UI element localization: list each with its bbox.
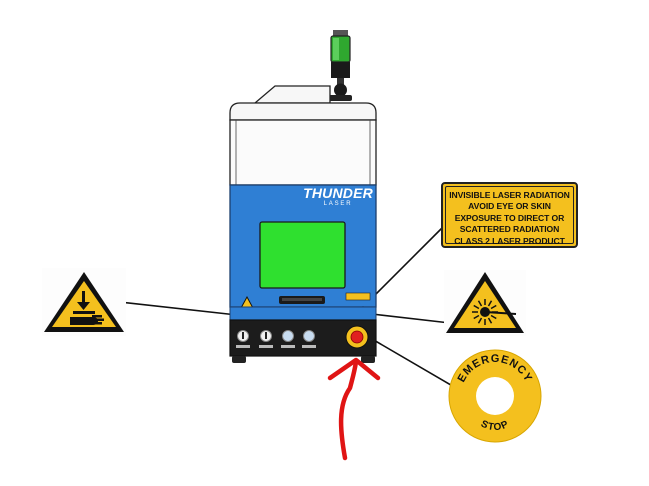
control-button-2[interactable] (260, 330, 272, 342)
laser-ray (477, 317, 483, 324)
brand-sub: LASER (323, 201, 353, 207)
laser-ray (473, 314, 480, 320)
lid-slope (253, 85, 331, 104)
emergency-sign-bottom-text: STOP (479, 419, 511, 434)
laser-ray (487, 300, 493, 307)
leader-line-label (371, 225, 445, 299)
cabinet-top (229, 102, 377, 121)
laser-hazard-icon (444, 270, 526, 336)
laser-ray (487, 317, 493, 324)
label-sticker (345, 292, 371, 301)
warning-label-line-5: CLASS 2 LASER PRODUCT (454, 235, 565, 246)
leader-line-hand (110, 300, 238, 316)
cabinet-upper (229, 119, 377, 186)
emergency-stop-button[interactable] (345, 325, 369, 349)
laser-ray (477, 300, 483, 307)
laser-ray (490, 314, 497, 320)
emergency-stop-sign: EMERGENCY STOP (448, 349, 542, 443)
machine-foot-right (361, 356, 375, 363)
brand-logo: THUNDER LASER (303, 186, 373, 208)
signal-tower-light-icon (329, 30, 352, 101)
warning-label-line-3: EXPOSURE TO DIRECT OR (454, 212, 565, 223)
control-button-3[interactable] (282, 330, 294, 342)
warning-label-line-1: INVISIBLE LASER RADIATION (449, 190, 570, 200)
laser-warning-label: INVISIBLE LASER RADIATION AVOID EYE OR S… (441, 182, 578, 248)
leader-line-estop (371, 338, 457, 389)
warning-label-line-4: SCATTERED RADIATION (459, 224, 560, 235)
power-key-switch[interactable] (237, 330, 249, 342)
machine-foot-left (232, 356, 246, 363)
laser-ray (490, 304, 497, 310)
viewing-window (259, 221, 346, 289)
laser-ray (473, 304, 480, 310)
control-panel (229, 306, 377, 321)
warning-label-line-2: AVOID EYE OR SKIN (468, 201, 551, 212)
hand-crush-warning-icon (42, 268, 126, 336)
red-arrow-icon (327, 357, 381, 461)
leader-line-laser (371, 313, 451, 324)
control-button-4[interactable] (303, 330, 315, 342)
brand-name: THUNDER (303, 185, 373, 201)
